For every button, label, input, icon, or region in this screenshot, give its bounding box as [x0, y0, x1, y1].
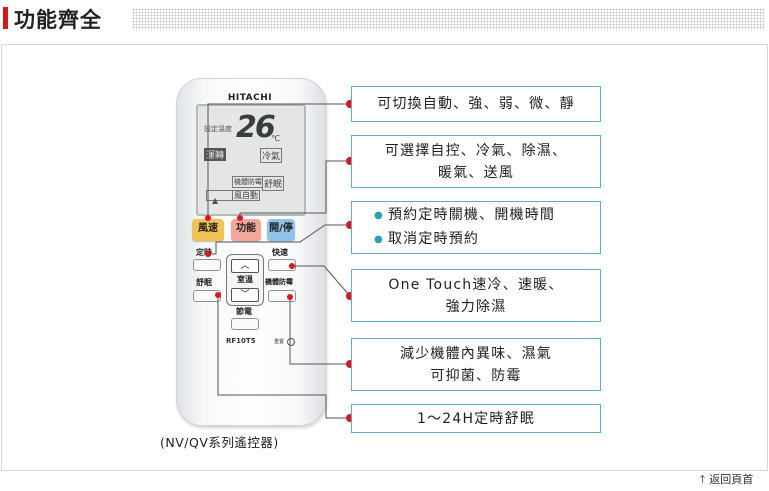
remote-caption: (NV/QV系列遙控器)	[160, 435, 279, 450]
power-save-key	[231, 318, 259, 330]
callout-text: 減少機體內異味、濕氣	[400, 345, 552, 362]
remote-model-label: RF10T5	[226, 337, 256, 345]
lcd-mode-run: 運轉	[204, 148, 227, 161]
lcd-fan-auto: 風自動	[232, 190, 260, 201]
lcd-timer-icon: ▲	[212, 196, 219, 205]
marker-dot	[287, 294, 293, 300]
connector-line-5	[289, 297, 350, 365]
reset-hole-icon	[287, 338, 295, 346]
marker-dot	[205, 251, 211, 257]
power-save-label: 節電	[236, 307, 252, 316]
callout-text: One Touch速冷、速暖、	[388, 276, 564, 293]
callout-timer: 預約定時關機、開機時間 取消定時預約	[351, 201, 601, 254]
marker-dot	[289, 263, 295, 269]
connector-line-6	[217, 295, 350, 419]
remote-brand-logo: HITACHI	[227, 93, 273, 103]
callout-quick: One Touch速冷、速暖、 強力除濕	[351, 269, 601, 322]
lcd-temperature: 26	[236, 110, 276, 145]
timer-key	[193, 259, 221, 271]
power-key: 開/停	[267, 219, 295, 241]
connector-line-1	[207, 103, 350, 218]
back-to-top-label: 返回頁首	[709, 473, 754, 486]
quick-key	[268, 259, 296, 271]
room-temp-label: 室溫	[237, 275, 253, 284]
callout-fan-speed: 可切換自動、強、弱、微、靜	[351, 86, 601, 122]
callout-text: 可選擇自控、冷氣、除濕、	[384, 142, 568, 159]
quick-key-label: 快速	[272, 248, 288, 257]
sleep-key-label: 舒眠	[196, 278, 212, 287]
page-title: 功能齊全	[14, 8, 102, 32]
callout-text: 可切換自動、強、弱、微、靜	[377, 96, 575, 112]
timer-key-label: 定時	[196, 248, 212, 257]
callout-text: 1～24H定時舒眠	[416, 410, 536, 427]
lcd-setting-label: 設定溫度	[204, 125, 232, 133]
callout-sleep: 1～24H定時舒眠	[351, 404, 601, 433]
chevron-up-icon: ︿	[231, 259, 259, 273]
header-dotted-pattern	[132, 8, 764, 30]
arrow-up-icon: ↑	[698, 473, 708, 486]
reset-label: 重置	[274, 339, 285, 345]
remote-lcd-screen: 設定溫度 26 ℃ 運轉 冷氣 機體防霉 舒眠 風自動 ▲	[196, 104, 306, 216]
back-to-top-link[interactable]: ↑返回頁首	[698, 471, 753, 487]
callout-anti-mold: 減少機體內異味、濕氣 可抑菌、防霉	[351, 338, 601, 391]
header-accent-bar	[3, 7, 8, 29]
marker-dot	[237, 215, 243, 221]
connector-line-2	[239, 160, 350, 218]
connector-line-3	[208, 224, 350, 255]
connector-line-4	[292, 265, 351, 297]
callout-text: 暖氣、送風	[438, 164, 514, 181]
callout-text: 可抑菌、防霉	[430, 367, 522, 384]
marker-dot	[215, 292, 221, 298]
lcd-timer-bar	[206, 190, 243, 201]
marker-dot	[205, 215, 211, 221]
lcd-mode-cool: 冷氣	[260, 148, 283, 163]
lcd-unit: ℃	[271, 134, 280, 143]
chevron-down-icon: ﹀	[231, 288, 259, 302]
section-header: 功能齊全	[0, 0, 769, 36]
callout-bullet-text: 預約定時關機、開機時間	[374, 204, 555, 228]
fan-speed-key: 風速	[192, 219, 224, 241]
callout-bullet-text: 取消定時預約	[374, 228, 479, 252]
function-key: 功能	[231, 219, 261, 241]
lcd-sleep: 舒眠	[262, 176, 285, 191]
temperature-pad: ︿ 室溫 ﹀	[226, 254, 264, 306]
anti-mold-key-label: 機體防霉	[265, 278, 293, 286]
callout-mode: 可選擇自控、冷氣、除濕、 暖氣、送風	[351, 135, 601, 188]
callout-text: 強力除濕	[445, 298, 507, 315]
